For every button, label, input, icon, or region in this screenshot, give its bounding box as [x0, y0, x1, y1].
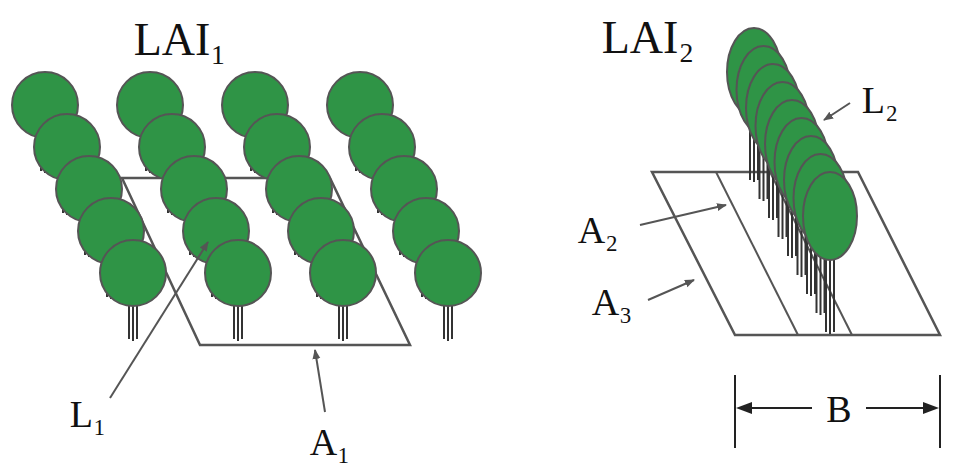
dimension-tick	[939, 375, 941, 448]
dimension-arrowhead	[736, 402, 752, 414]
tree-crown	[205, 240, 271, 306]
tree-row	[727, 28, 857, 334]
area-label: A₃	[592, 283, 633, 321]
dimension-line	[866, 407, 930, 409]
leaf-label: L₂	[862, 81, 898, 119]
tree	[803, 172, 857, 334]
leader-line	[648, 280, 694, 300]
leaf-label: L₁	[70, 395, 106, 433]
dimension-label: B	[826, 390, 851, 428]
lai-label: LAI₁	[134, 17, 227, 63]
tree	[310, 240, 376, 341]
leader-line	[315, 350, 325, 412]
tree	[205, 240, 271, 341]
lai-label: LAI₂	[602, 15, 695, 61]
dimension-b	[735, 375, 940, 448]
dimension-line	[745, 407, 812, 409]
tree-crown	[100, 240, 166, 306]
tree-crown	[803, 172, 857, 260]
ground-area	[122, 172, 940, 345]
dimension-tick	[734, 375, 736, 448]
leader-line	[640, 205, 726, 225]
leader-lines	[110, 103, 850, 412]
tree	[415, 240, 481, 341]
tree-grid	[12, 72, 481, 341]
area-label: A₂	[578, 211, 619, 249]
leader-line	[824, 103, 850, 120]
dimension-arrowhead	[923, 402, 939, 414]
leader-line	[110, 242, 208, 398]
tree-crown	[310, 240, 376, 306]
tree-crown	[415, 240, 481, 306]
area-label: A₁	[310, 423, 351, 461]
